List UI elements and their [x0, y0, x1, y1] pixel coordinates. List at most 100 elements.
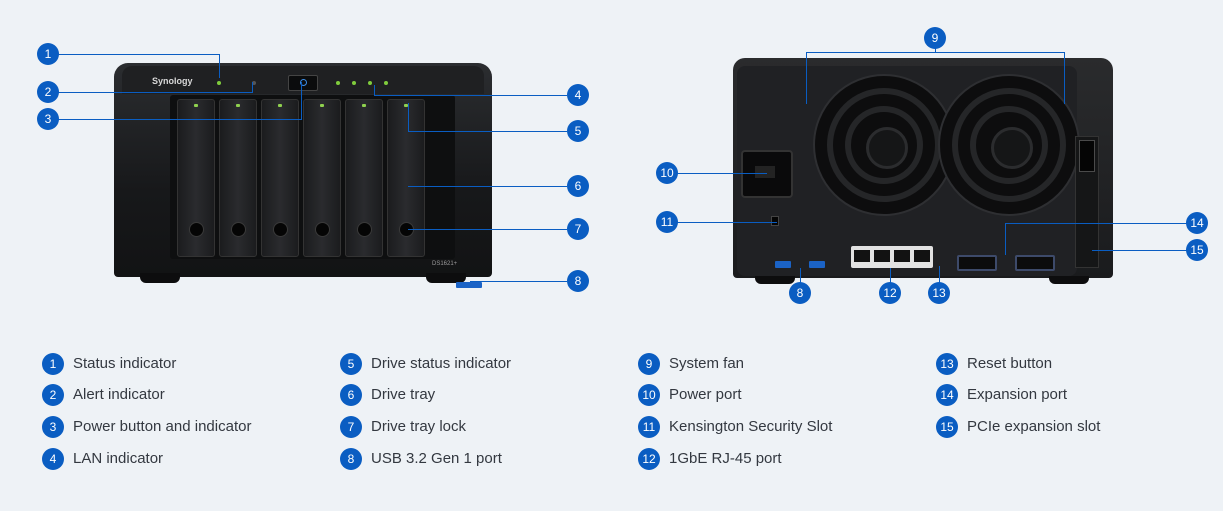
lan-led-1 — [336, 81, 340, 85]
legend-label: Status indicator — [73, 355, 177, 372]
fan-icon — [938, 74, 1080, 216]
expansion-port — [957, 255, 997, 271]
tray-lock-icon — [357, 222, 372, 237]
legend-label: Drive status indicator — [371, 355, 512, 372]
fan-icon — [813, 74, 955, 216]
brand-logo: Synology — [152, 76, 193, 86]
legend-label: USB 3.2 Gen 1 port — [371, 450, 502, 467]
lan-led-4 — [384, 81, 388, 85]
callout-badge: 6 — [567, 175, 589, 197]
leader-line — [58, 92, 252, 93]
tray-lock-icon — [315, 222, 330, 237]
leader-line — [677, 173, 767, 174]
leader-line — [58, 54, 219, 55]
callout-badge: 8 — [789, 282, 811, 304]
legend-number-badge: 10 — [638, 384, 660, 406]
rj45-port-block — [851, 246, 933, 268]
power-port — [741, 150, 793, 198]
leader-line — [677, 222, 777, 223]
status-led — [217, 81, 221, 85]
leader-line — [1005, 223, 1189, 224]
leader-line — [1092, 250, 1189, 251]
leader-line — [890, 268, 891, 285]
leader-line — [935, 47, 936, 53]
drive-tray — [177, 99, 215, 257]
back-foot-right — [1049, 276, 1089, 284]
legend-label: PCIe expansion slot — [967, 418, 1101, 435]
drive-tray — [219, 99, 257, 257]
callout-badge: 14 — [1186, 212, 1208, 234]
front-usb-port — [456, 282, 482, 288]
power-button — [288, 75, 318, 91]
legend-label: Drive tray lock — [371, 418, 467, 435]
legend-number-badge: 12 — [638, 448, 660, 470]
legend-number-badge: 1 — [42, 353, 64, 375]
legend-number-badge: 14 — [936, 384, 958, 406]
leader-line — [408, 186, 567, 187]
drive-tray — [261, 99, 299, 257]
tray-lock-icon — [231, 222, 246, 237]
legend-label: Power port — [669, 386, 742, 403]
leader-line — [1064, 52, 1065, 104]
callout-badge: 10 — [656, 162, 678, 184]
callout-badge: 12 — [879, 282, 901, 304]
callout-badge: 3 — [37, 108, 59, 130]
legend-label: System fan — [669, 355, 745, 372]
leader-line — [1005, 223, 1006, 255]
legend-number-badge: 5 — [340, 353, 362, 375]
callout-badge: 11 — [656, 211, 678, 233]
drive-tray — [387, 99, 425, 257]
legend-number-badge: 8 — [340, 448, 362, 470]
leader-line — [301, 82, 302, 120]
tray-lock-icon — [273, 222, 288, 237]
legend-number-badge: 7 — [340, 416, 362, 438]
legend-number-badge: 9 — [638, 353, 660, 375]
legend-label: Expansion port — [967, 386, 1068, 403]
legend-number-badge: 13 — [936, 353, 958, 375]
back-usb-port — [809, 261, 825, 268]
leader-line — [800, 268, 801, 285]
expansion-port — [1015, 255, 1055, 271]
legend-number-badge: 11 — [638, 416, 660, 438]
lan-led-3 — [368, 81, 372, 85]
legend-label: Drive tray — [371, 386, 436, 403]
leader-line — [470, 281, 567, 282]
callout-badge: 8 — [567, 270, 589, 292]
drive-tray — [345, 99, 383, 257]
leader-line — [252, 82, 253, 93]
legend-label: Power button and indicator — [73, 418, 252, 435]
callout-badge: 9 — [924, 27, 946, 49]
legend-number-badge: 4 — [42, 448, 64, 470]
legend-label: Kensington Security Slot — [669, 418, 833, 435]
pcie-bracket — [1079, 140, 1095, 172]
leader-line — [939, 266, 940, 285]
drive-tray — [303, 99, 341, 257]
legend-label: LAN indicator — [73, 450, 164, 467]
legend-label: Reset button — [967, 355, 1053, 372]
legend-number-badge: 3 — [42, 416, 64, 438]
legend-number-badge: 15 — [936, 416, 958, 438]
leader-line — [374, 85, 375, 95]
legend-number-badge: 6 — [340, 384, 362, 406]
leader-line — [806, 52, 807, 104]
callout-badge: 5 — [567, 120, 589, 142]
leader-line — [374, 95, 567, 96]
front-foot-right — [426, 273, 466, 283]
callout-badge: 2 — [37, 81, 59, 103]
kensington-slot — [771, 216, 779, 226]
callout-badge: 1 — [37, 43, 59, 65]
callout-badge: 4 — [567, 84, 589, 106]
callout-badge: 15 — [1186, 239, 1208, 261]
leader-line — [408, 131, 567, 132]
legend-label: Alert indicator — [73, 386, 165, 403]
alert-led — [252, 81, 256, 85]
lan-led-2 — [352, 81, 356, 85]
model-label: DS1621+ — [432, 261, 458, 267]
callout-badge: 7 — [567, 218, 589, 240]
leader-line — [408, 229, 567, 230]
back-foot-left — [755, 276, 795, 284]
callout-badge: 13 — [928, 282, 950, 304]
legend-number-badge: 2 — [42, 384, 64, 406]
tray-lock-icon — [189, 222, 204, 237]
leader-line — [408, 103, 409, 131]
